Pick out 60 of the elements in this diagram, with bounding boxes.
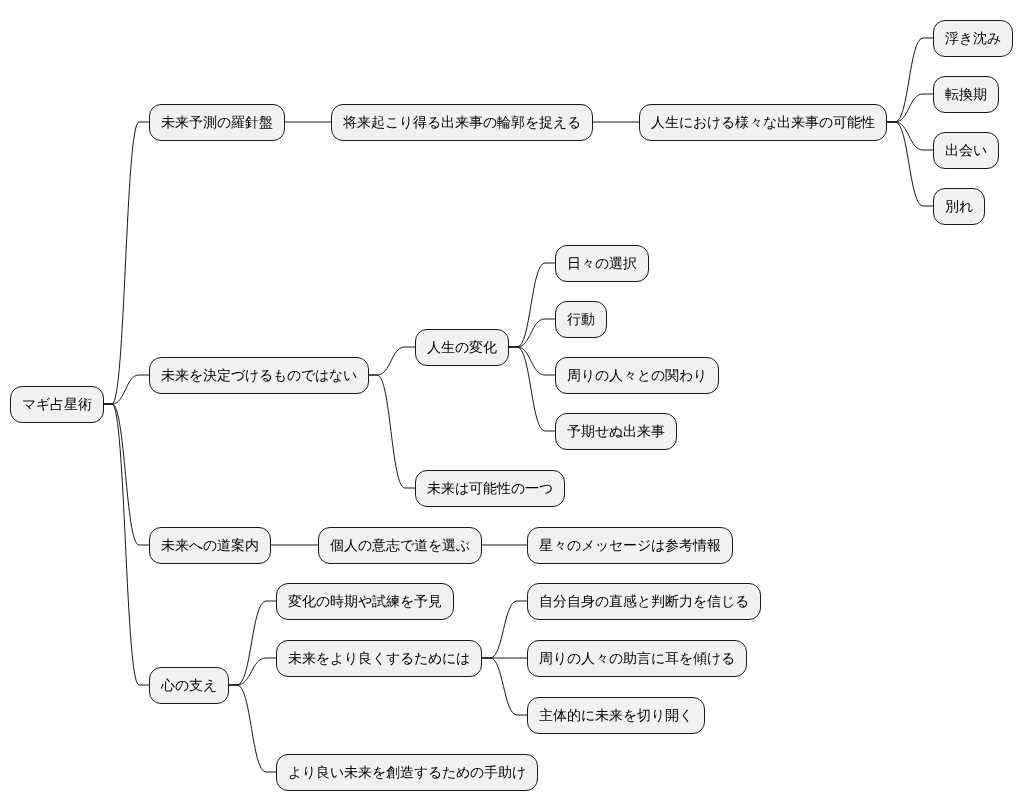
topic-box xyxy=(149,356,369,394)
topic-label: 未来への道案内 xyxy=(161,536,259,554)
topic-label: 未来予測の羅針盤 xyxy=(161,113,273,131)
connector-line xyxy=(508,346,556,432)
topic-label: 星々のメッセージは参考情報 xyxy=(539,536,721,554)
topic-box xyxy=(555,300,607,338)
topic-label: マギ占星術 xyxy=(22,395,92,413)
topic-label: より良い未来を創造するための手助け xyxy=(288,763,526,781)
connector-line xyxy=(886,121,934,207)
connector-line xyxy=(103,403,150,686)
topic-label: 未来をより良くするためには xyxy=(288,649,470,667)
connector-line xyxy=(284,121,332,123)
topic-box xyxy=(933,75,999,113)
topic-box xyxy=(149,526,271,564)
connector-line xyxy=(228,684,277,773)
topic-label: 未来を決定づけるものではない xyxy=(161,366,357,384)
connector-line xyxy=(481,544,528,546)
topic-box xyxy=(933,131,999,169)
topic-label: 浮き沈み xyxy=(945,29,1001,47)
topic-box xyxy=(639,103,887,141)
topic-label: 別れ xyxy=(945,197,973,215)
topic-box xyxy=(415,469,565,507)
topic-box xyxy=(149,103,285,141)
connector-line xyxy=(270,544,319,546)
topic-label: 変化の時期や試練を予見 xyxy=(288,592,442,610)
topic-box xyxy=(527,582,761,620)
topic-label: 転換期 xyxy=(945,85,987,103)
root-topic-box xyxy=(10,385,104,423)
connector-line xyxy=(592,121,640,123)
topic-box xyxy=(276,639,482,677)
topic-box xyxy=(527,639,747,677)
topic-box xyxy=(933,19,1013,57)
topic-label: 周りの人々の助言に耳を傾ける xyxy=(539,649,735,667)
topic-label: 主体的に未来を切り開く xyxy=(539,706,693,724)
topic-label: 自分自身の直感と判断力を信じる xyxy=(539,592,749,610)
topic-label: 日々の選択 xyxy=(567,254,637,272)
topic-label: 個人の意志で道を選ぶ xyxy=(330,536,470,554)
topic-label: 行動 xyxy=(567,310,595,328)
topic-label: 心の支え xyxy=(161,676,217,694)
topic-label: 予期せぬ出来事 xyxy=(567,422,665,440)
topic-label: 将来起こり得る出来事の輪郭を捉える xyxy=(343,113,581,131)
topic-label: 人生の変化 xyxy=(427,338,497,356)
topic-box xyxy=(933,187,985,225)
connector-line xyxy=(368,374,416,489)
topic-box xyxy=(318,526,482,564)
topic-label: 人生における様々な出来事の可能性 xyxy=(651,113,875,131)
topic-box xyxy=(555,356,719,394)
topic-box xyxy=(527,526,733,564)
topic-box xyxy=(331,103,593,141)
topic-box xyxy=(149,666,229,704)
topic-box xyxy=(415,328,509,366)
topic-box xyxy=(276,582,454,620)
topic-label: 出会い xyxy=(945,141,987,159)
topic-label: 周りの人々との関わり xyxy=(567,366,707,384)
connector-line xyxy=(481,657,528,716)
topic-label: 未来は可能性の一つ xyxy=(427,479,553,497)
topic-box xyxy=(276,753,538,791)
topic-box xyxy=(555,244,649,282)
topic-box xyxy=(555,412,677,450)
topic-box xyxy=(527,696,705,734)
